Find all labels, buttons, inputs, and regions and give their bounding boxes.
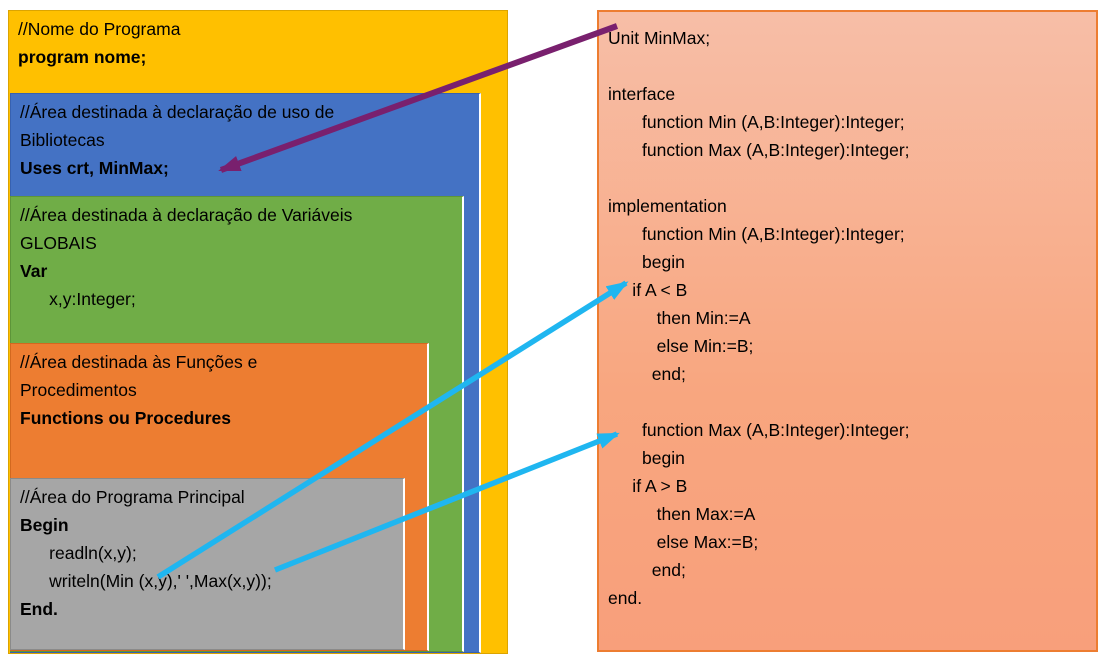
code-line: else Min:=B;: [608, 336, 754, 356]
code-line: if A > B: [608, 476, 688, 496]
code-line: writeln(Min (x,y),' ',Max(x,y));: [20, 571, 272, 591]
comment-line: //Área do Programa Principal: [20, 487, 245, 507]
comment-line: //Área destinada à declaração de uso de: [20, 102, 335, 122]
comment-line: Procedimentos: [20, 380, 137, 400]
comment-line: Bibliotecas: [20, 130, 105, 150]
code-line: Functions ou Procedures: [20, 408, 231, 428]
code-line: begin: [608, 448, 685, 468]
code-line: [608, 52, 1090, 80]
code-line: [608, 388, 1090, 416]
comment-line: GLOBAIS: [20, 233, 97, 253]
code-line: [608, 164, 1090, 192]
code-line: Var: [20, 261, 48, 281]
code-line: function Min (A,B:Integer):Integer;: [608, 112, 905, 132]
code-line: function Min (A,B:Integer):Integer;: [608, 224, 905, 244]
code-line: End.: [20, 599, 58, 619]
code-line: interface: [608, 84, 676, 104]
code-line: if A < B: [608, 280, 688, 300]
code-line: Unit MinMax;: [608, 28, 711, 48]
code-line: program nome;: [18, 47, 147, 67]
code-line: Uses crt, MinMax;: [20, 158, 169, 178]
comment-line: //Nome do Programa: [18, 19, 181, 39]
comment-line: //Área destinada às Funções e: [20, 352, 258, 372]
code-line: end.: [608, 588, 643, 608]
code-line: else Max:=B;: [608, 532, 759, 552]
code-line: end;: [608, 364, 686, 384]
code-line: function Max (A,B:Integer):Integer;: [608, 140, 910, 160]
comment-line: //Área destinada à declaração de Variáve…: [20, 205, 353, 225]
code-line: x,y:Integer;: [20, 289, 136, 309]
code-line: implementation: [608, 196, 727, 216]
code-line: end;: [608, 560, 686, 580]
code-line: Begin: [20, 515, 69, 535]
unit-minmax-panel: Unit MinMax; interface function Min (A,B…: [597, 10, 1098, 652]
code-line: then Max:=A: [608, 504, 756, 524]
code-line: begin: [608, 252, 685, 272]
main-program-box: //Área do Programa Principal Begin readl…: [10, 478, 405, 650]
code-line: function Max (A,B:Integer):Integer;: [608, 420, 910, 440]
code-line: readln(x,y);: [20, 543, 137, 563]
code-line: then Min:=A: [608, 308, 751, 328]
